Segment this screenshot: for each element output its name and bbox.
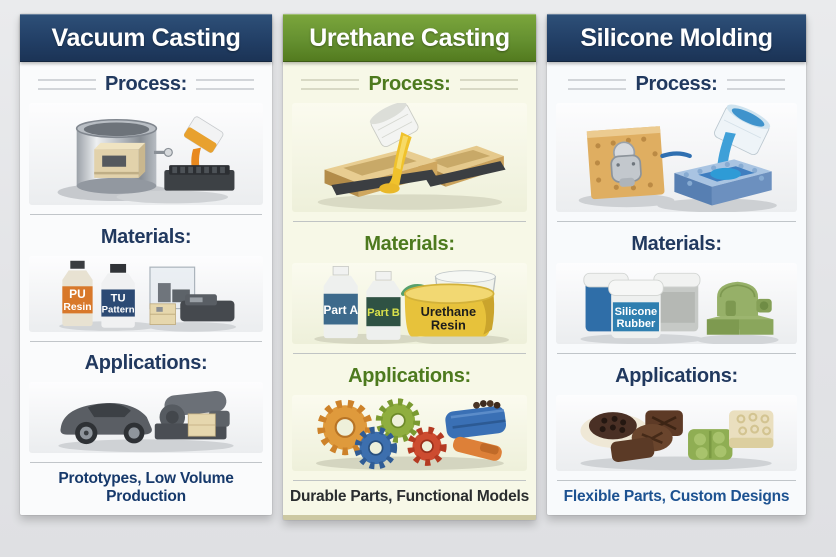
section-divider xyxy=(293,353,526,355)
bowl-label-line2: Resin xyxy=(431,318,466,333)
vacuum-casting-header: Vacuum Casting xyxy=(20,14,272,62)
materials-section-label: Materials: xyxy=(364,233,455,256)
tray-base xyxy=(116,190,229,204)
urethane-applications-illustration xyxy=(292,395,527,472)
jar-label-line2: Rubber xyxy=(617,318,657,330)
jar-label-line1: Silicone xyxy=(615,306,658,318)
double-line-ornament xyxy=(568,79,627,90)
prototype-car xyxy=(60,403,152,445)
silicone-materials-scene: Silicone Rubber xyxy=(580,272,779,345)
sprue-tool xyxy=(660,151,692,159)
urethane-resin-bowl: Urethane Resin xyxy=(403,283,495,337)
silicone-footer-caption: Flexible Parts, Custom Designs xyxy=(563,488,790,506)
pattern-board xyxy=(586,126,665,200)
footer-divider xyxy=(293,480,526,482)
bottle-label-line1: PU xyxy=(69,287,86,301)
silicone-process-illustration xyxy=(556,103,797,213)
silicone-rubber-jar: Silicone Rubber xyxy=(608,279,664,339)
column-title: Silicone Molding xyxy=(580,23,773,52)
column-title: Vacuum Casting xyxy=(51,23,241,52)
pu-resin-bottle: PU Resin xyxy=(62,260,93,326)
vacuum-process-illustration xyxy=(29,103,263,205)
master-pattern-box xyxy=(94,142,146,178)
gray-jar xyxy=(653,272,701,332)
machinery-parts xyxy=(154,391,230,440)
bottle-label-line1: TU xyxy=(111,292,126,304)
process-section-label: Process: xyxy=(20,62,272,99)
section-divider xyxy=(30,340,262,342)
urethane-materials-scene: Urethane Resin Part A Part B xyxy=(314,266,509,345)
applications-section-label: Applications: xyxy=(84,352,208,375)
double-line-ornament xyxy=(726,79,785,90)
green-molded-piece xyxy=(688,429,733,461)
process-section-label: Process: xyxy=(547,62,806,99)
vacuum-materials-scene: PU Resin TU Pattern xyxy=(59,260,237,332)
silicone-materials-illustration: Silicone Rubber xyxy=(556,263,797,345)
master-figure xyxy=(610,141,642,187)
resin-pour-cup xyxy=(183,116,224,153)
vacuum-applications-illustration xyxy=(29,382,263,454)
double-line-ornament xyxy=(301,79,360,90)
pattern-crate xyxy=(149,303,176,325)
mold-tray xyxy=(164,165,235,191)
part-a-bottle: Part A xyxy=(323,266,358,339)
green-gear xyxy=(375,398,421,443)
prototype-parts-scene xyxy=(58,391,234,453)
footer-divider xyxy=(557,480,796,482)
vacuum-chamber-pour-scene xyxy=(57,116,235,204)
materials-section-label: Materials: xyxy=(100,225,192,248)
green-molded-part xyxy=(706,281,774,335)
gears-parts-scene xyxy=(315,398,507,471)
bottle-label: Part B xyxy=(367,307,400,319)
part-b-bottle: Part B xyxy=(366,271,401,341)
double-line-ornament xyxy=(459,79,518,90)
casting-machine xyxy=(180,294,235,322)
section-divider xyxy=(30,214,262,215)
section-divider xyxy=(293,221,526,223)
round-chocolate-on-tray xyxy=(580,412,649,449)
silicone-mold-block xyxy=(674,159,772,206)
silicone-mold-pour-scene xyxy=(578,104,777,213)
silicone-applications-illustration xyxy=(556,395,797,472)
bottle-label-line2: Resin xyxy=(63,302,91,313)
blue-cylinder-part xyxy=(445,400,507,439)
vacuum-footer-caption: Prototypes, Low Volume Production xyxy=(58,470,234,506)
vacuum-chamber xyxy=(75,118,173,194)
bottle-label: Part A xyxy=(323,303,358,317)
column-vacuum-casting: Vacuum Casting Process: xyxy=(20,14,272,515)
footer-divider xyxy=(30,462,262,464)
tu-pattern-bottle: TU Pattern xyxy=(101,263,135,328)
urethane-footer-caption: Durable Parts, Functional Models xyxy=(289,488,530,506)
square-chocolates xyxy=(610,410,683,463)
applications-section-label: Applications: xyxy=(615,365,738,388)
urethane-casting-header: Urethane Casting xyxy=(283,14,536,62)
double-line-ornament xyxy=(196,79,255,90)
vacuum-materials-illustration: PU Resin TU Pattern xyxy=(29,255,263,332)
section-divider xyxy=(557,353,796,355)
blue-gear xyxy=(354,426,398,470)
red-gear xyxy=(407,426,447,467)
section-divider xyxy=(557,221,796,223)
urethane-materials-illustration: Urethane Resin Part A Part B xyxy=(292,263,527,345)
pour-cup xyxy=(369,103,419,148)
wood-mold-pour-scene xyxy=(317,103,506,210)
bottle-label-line2: Pattern xyxy=(102,304,135,315)
column-title: Urethane Casting xyxy=(309,23,510,52)
orange-tool-part xyxy=(452,436,502,461)
process-section-label: Process: xyxy=(283,62,536,99)
cream-molded-piece xyxy=(729,410,774,449)
column-silicone-molding: Silicone Molding Process: xyxy=(547,14,806,515)
bowl-label-line1: Urethane xyxy=(421,304,476,319)
double-line-ornament xyxy=(37,79,96,90)
molded-products-scene xyxy=(580,410,774,471)
silicone-molding-header: Silicone Molding xyxy=(547,14,806,62)
applications-section-label: Applications: xyxy=(348,365,471,388)
column-urethane-casting: Urethane Casting Process: xyxy=(283,14,536,520)
materials-section-label: Materials: xyxy=(631,233,722,256)
urethane-stream-highlight xyxy=(396,135,409,170)
urethane-pool xyxy=(379,183,400,194)
urethane-process-illustration xyxy=(292,103,527,213)
